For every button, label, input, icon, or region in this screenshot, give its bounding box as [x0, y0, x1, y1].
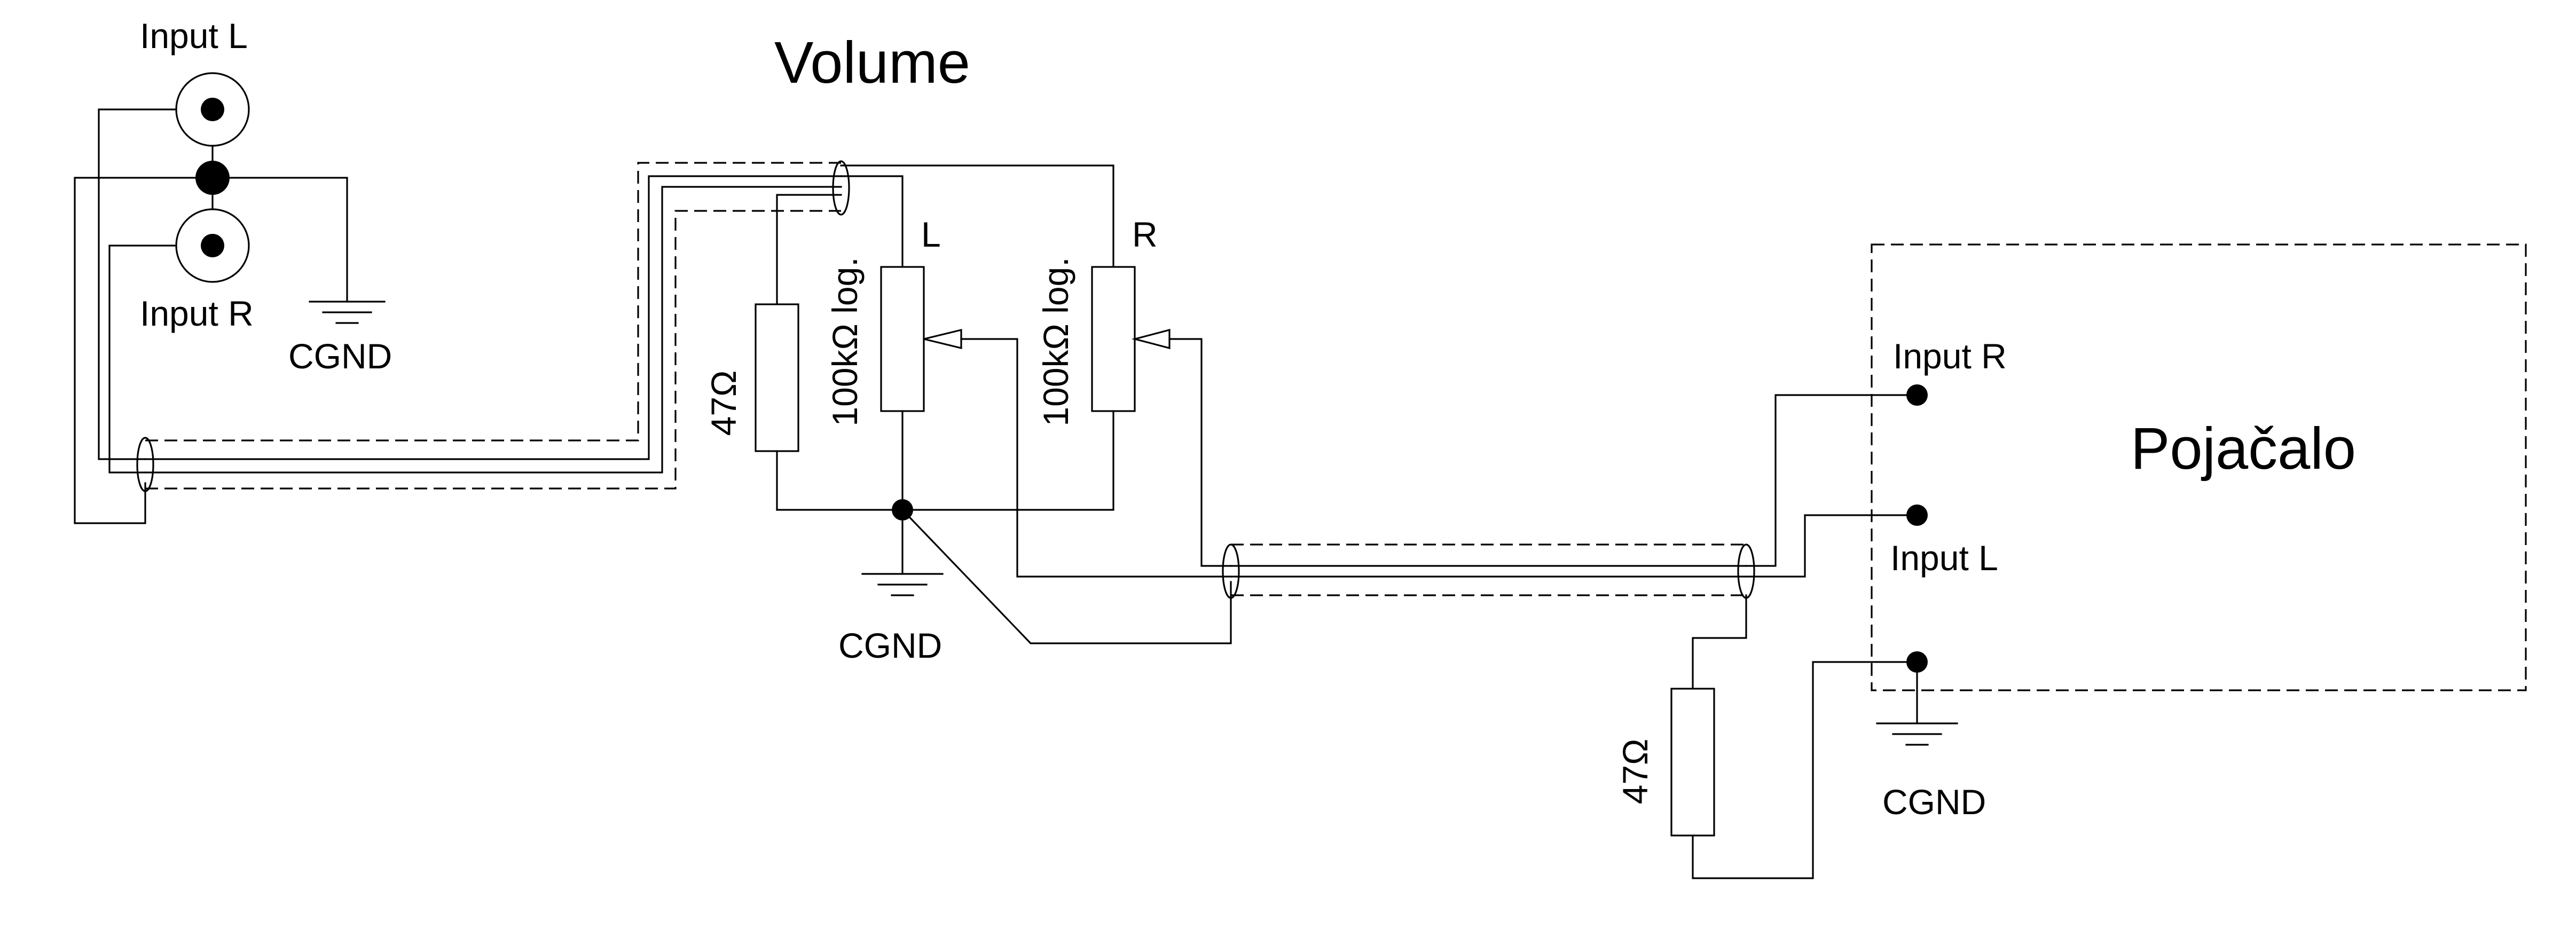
amplifier-name: Pojačalo	[2131, 416, 2356, 482]
amplifier-box	[1871, 243, 2527, 691]
ground-symbol-volume	[861, 573, 944, 596]
amp-input-r-label: Input R	[1893, 336, 2007, 376]
resistor-47-volume-label: 47Ω	[704, 371, 743, 436]
amp-input-l-label: Input L	[1890, 538, 1998, 578]
input-jack-l	[175, 72, 250, 147]
wire-pot-l-wiper	[960, 338, 1232, 578]
ground-symbol-input	[309, 301, 386, 324]
resistor-47-output-label: 47Ω	[1615, 739, 1655, 805]
amp-input-l-terminal	[1906, 505, 1928, 526]
wire-to-pot-l	[840, 175, 904, 268]
pot-r-value: 100kΩ log.	[1036, 257, 1075, 426]
input-jack-r	[175, 208, 250, 283]
wire-input-shield	[74, 177, 214, 524]
wire-shield-to-resistor	[776, 194, 842, 305]
wire-resistor-to-amp-ground	[1692, 661, 1918, 879]
wire-output-shield-to-resistor	[1692, 594, 1747, 690]
pot-r-wiper-arrow	[1131, 328, 1171, 350]
wire-to-pot-r	[840, 164, 1114, 268]
cgnd-label-volume: CGND	[838, 626, 942, 665]
potentiometer-l	[880, 266, 925, 412]
shielded-cable-input	[136, 160, 850, 492]
pot-l-label: L	[921, 215, 941, 254]
potentiometer-r	[1091, 266, 1136, 412]
cgnd-label-amplifier: CGND	[1882, 782, 1986, 822]
amp-input-r-terminal	[1906, 384, 1928, 406]
resistor-47-volume	[755, 303, 799, 452]
pot-r-label: R	[1132, 215, 1158, 254]
wire-to-amp-input-l	[1745, 514, 1918, 578]
cgnd-label-input: CGND	[288, 336, 392, 376]
wire-common-bottom	[776, 410, 1114, 511]
wire-to-amp-input-r	[1745, 394, 1918, 567]
wire-ground-to-output-shield	[901, 508, 1232, 644]
ground-symbol-amplifier	[1876, 722, 1958, 746]
pot-l-value: 100kΩ log.	[825, 257, 865, 426]
schematic-title: Volume	[774, 30, 970, 96]
input-r-label: Input R	[140, 294, 254, 333]
wire-input-r	[108, 245, 177, 474]
input-ground-wire	[211, 177, 348, 303]
input-l-label: Input L	[140, 16, 248, 56]
wire-pot-r-wiper	[1168, 338, 1232, 567]
wire-input-l	[98, 108, 177, 460]
pot-l-wiper-arrow	[923, 328, 962, 350]
shielded-cable-output	[1222, 543, 1755, 599]
resistor-47-output	[1670, 688, 1715, 837]
